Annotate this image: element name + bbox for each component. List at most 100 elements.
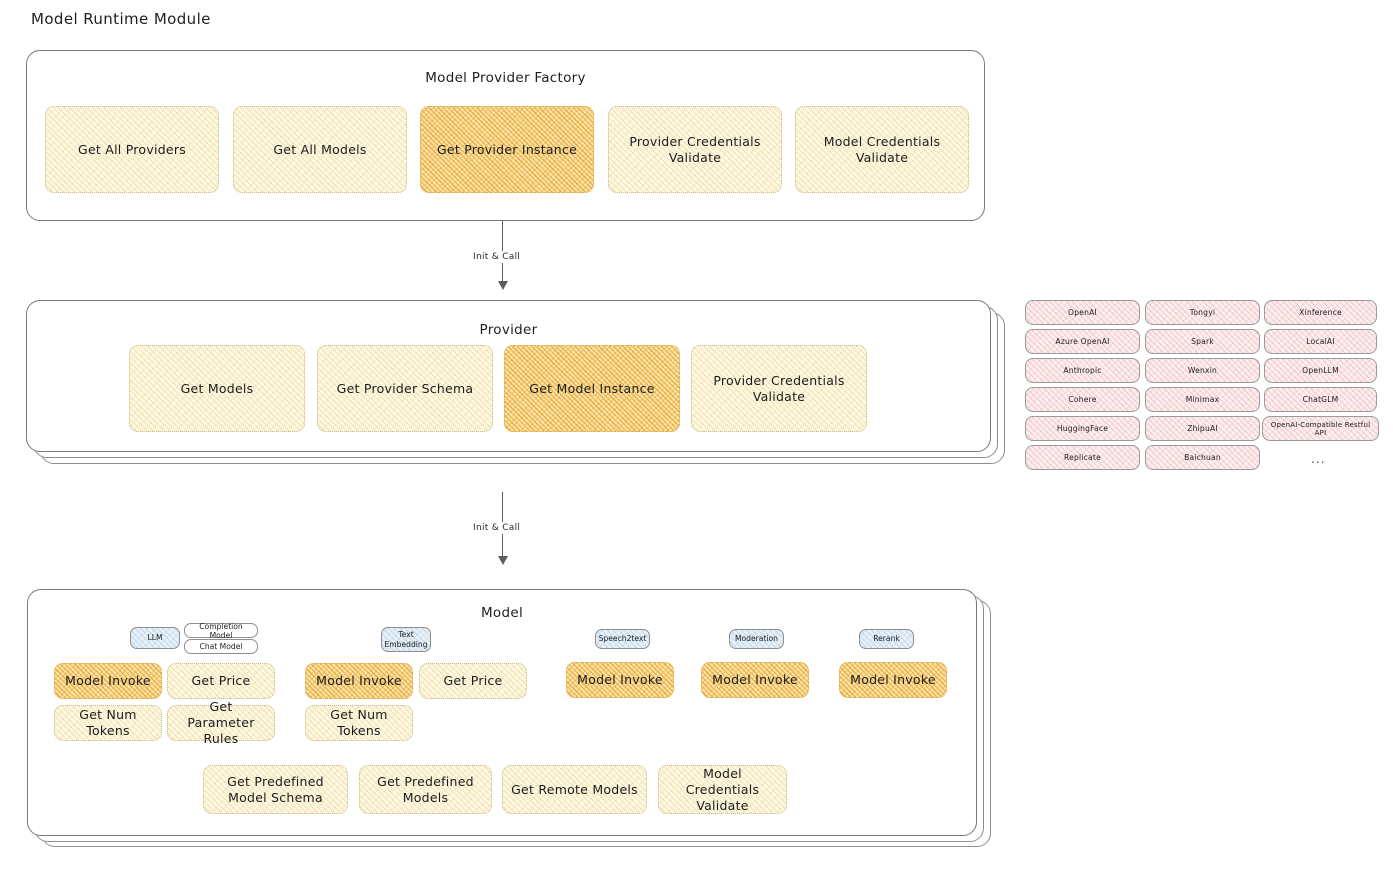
provider-chip-openai[interactable]: OpenAI <box>1025 300 1140 325</box>
model-type-text-embedding[interactable]: Text Embedding <box>381 627 431 652</box>
chip-label: Cohere <box>1068 395 1097 404</box>
node-label: Model Invoke <box>316 673 402 688</box>
node-model-credentials-validate-2[interactable]: Model Credentials Validate <box>658 765 787 814</box>
tag-label: Rerank <box>873 634 900 644</box>
node-label: Get Remote Models <box>511 781 638 797</box>
connector-factory-to-provider-arrow <box>498 281 508 290</box>
chip-label: Wenxin <box>1187 366 1218 375</box>
node-label: Model Credentials Validate <box>823 133 941 165</box>
node-label: Get Price <box>191 673 251 688</box>
node-embedding-model-invoke[interactable]: Model Invoke <box>305 663 413 699</box>
node-label: Get Num Tokens <box>330 707 388 738</box>
node-get-predefined-model-schema[interactable]: Get Predefined Model Schema <box>203 765 348 814</box>
provider-chip-azure-openai[interactable]: Azure OpenAI <box>1025 329 1140 354</box>
node-provider-credentials-validate[interactable]: Provider Credentials Validate <box>608 106 782 193</box>
node-get-predefined-models[interactable]: Get Predefined Models <box>359 765 492 814</box>
node-label: Get Model Instance <box>529 380 655 396</box>
connector-provider-to-model-label: Init & Call <box>469 522 525 534</box>
node-get-model-instance[interactable]: Get Model Instance <box>504 345 680 432</box>
node-label: Provider Credentials Validate <box>629 133 761 165</box>
chip-label: Tongyi <box>1189 308 1216 317</box>
provider-chip-spark[interactable]: Spark <box>1145 329 1260 354</box>
node-get-provider-instance[interactable]: Get Provider Instance <box>420 106 594 193</box>
node-moderation-model-invoke[interactable]: Model Invoke <box>701 662 809 698</box>
provider-chip-localai[interactable]: LocalAI <box>1264 329 1377 354</box>
connector-provider-to-model-arrow <box>498 556 508 565</box>
factory-heading: Model Provider Factory <box>425 70 586 86</box>
node-label: Get Predefined Model Schema <box>227 773 324 805</box>
provider-chip-chatglm[interactable]: ChatGLM <box>1264 387 1377 412</box>
node-label: Get All Models <box>273 141 367 157</box>
node-provider-credentials-validate-2[interactable]: Provider Credentials Validate <box>691 345 867 432</box>
provider-list-more: ... <box>1311 452 1326 466</box>
node-get-models[interactable]: Get Models <box>129 345 305 432</box>
node-label: Model Invoke <box>712 672 798 687</box>
node-model-credentials-validate[interactable]: Model Credentials Validate <box>795 106 969 193</box>
node-label: Model Credentials Validate <box>685 765 760 813</box>
provider-chip-openai-compatible[interactable]: OpenAI-Compatible Restful API <box>1262 416 1379 441</box>
model-heading: Model <box>480 605 524 621</box>
tag-label: Chat Model <box>199 642 243 651</box>
provider-chip-anthropic[interactable]: Anthropic <box>1025 358 1140 383</box>
node-label: Get Provider Schema <box>336 380 474 396</box>
model-subtype-chat-model[interactable]: Chat Model <box>184 639 258 654</box>
chip-label: LocalAI <box>1306 337 1335 346</box>
node-label: Get All Providers <box>78 141 186 157</box>
provider-chip-xinference[interactable]: Xinference <box>1264 300 1377 325</box>
node-embedding-get-price[interactable]: Get Price <box>419 663 527 699</box>
model-type-rerank[interactable]: Rerank <box>859 629 914 649</box>
provider-chip-replicate[interactable]: Replicate <box>1025 445 1140 470</box>
node-label: Model Invoke <box>65 673 151 688</box>
node-llm-model-invoke[interactable]: Model Invoke <box>54 663 162 699</box>
chip-label: Replicate <box>1064 453 1101 462</box>
provider-chip-wenxin[interactable]: Wenxin <box>1145 358 1260 383</box>
node-embedding-get-num-tokens[interactable]: Get Num Tokens <box>305 705 413 741</box>
node-label: Model Invoke <box>577 672 663 687</box>
chip-label: OpenAI-Compatible Restful API <box>1270 420 1371 437</box>
connector-factory-to-provider-label: Init & Call <box>469 251 525 263</box>
node-label: Provider Credentials Validate <box>713 372 845 404</box>
chip-label: HuggingFace <box>1056 424 1109 433</box>
chip-label: OpenAI <box>1068 308 1097 317</box>
model-type-moderation[interactable]: Moderation <box>729 629 784 649</box>
node-llm-get-price[interactable]: Get Price <box>167 663 275 699</box>
provider-chip-huggingface[interactable]: HuggingFace <box>1025 416 1140 441</box>
tag-label: Speech2text <box>598 634 647 644</box>
node-label: Get Price <box>443 673 503 688</box>
node-get-remote-models[interactable]: Get Remote Models <box>502 765 647 814</box>
tag-label: Text Embedding <box>384 630 428 649</box>
node-llm-get-parameter-rules[interactable]: Get Parameter Rules <box>167 699 275 746</box>
node-label: Get Provider Instance <box>436 141 578 157</box>
node-get-all-providers[interactable]: Get All Providers <box>45 106 219 193</box>
chip-label: OpenLLM <box>1302 366 1339 375</box>
provider-chip-baichuan[interactable]: Baichuan <box>1145 445 1260 470</box>
node-label: Model Invoke <box>850 672 936 687</box>
provider-chip-zhipuai[interactable]: ZhipuAI <box>1145 416 1260 441</box>
tag-label: Moderation <box>734 634 778 644</box>
node-label: Get Parameter Rules <box>187 699 255 746</box>
node-rerank-model-invoke[interactable]: Model Invoke <box>839 662 947 698</box>
model-type-llm[interactable]: LLM <box>130 627 180 649</box>
node-speech2text-model-invoke[interactable]: Model Invoke <box>566 662 674 698</box>
page-title: Model Runtime Module <box>31 10 211 28</box>
chip-label: Spark <box>1191 337 1214 346</box>
tag-label: Completion Model <box>199 621 243 640</box>
node-label: Get Predefined Models <box>377 773 474 805</box>
model-subtype-completion-model[interactable]: Completion Model <box>184 621 258 640</box>
chip-label: Xinference <box>1299 308 1342 317</box>
provider-chip-minimax[interactable]: Minimax <box>1145 387 1260 412</box>
node-get-provider-schema[interactable]: Get Provider Schema <box>317 345 493 432</box>
chip-label: Minimax <box>1185 395 1220 404</box>
node-llm-get-num-tokens[interactable]: Get Num Tokens <box>54 705 162 741</box>
model-type-speech2text[interactable]: Speech2text <box>595 629 650 649</box>
provider-chip-tongyi[interactable]: Tongyi <box>1145 300 1260 325</box>
chip-label: Anthropic <box>1063 366 1102 375</box>
node-label: Get Models <box>180 380 254 396</box>
provider-chip-cohere[interactable]: Cohere <box>1025 387 1140 412</box>
node-label: Get Num Tokens <box>79 707 137 738</box>
provider-chip-openllm[interactable]: OpenLLM <box>1264 358 1377 383</box>
provider-heading: Provider <box>479 322 538 338</box>
chip-label: Azure OpenAI <box>1055 337 1110 346</box>
node-get-all-models[interactable]: Get All Models <box>233 106 407 193</box>
